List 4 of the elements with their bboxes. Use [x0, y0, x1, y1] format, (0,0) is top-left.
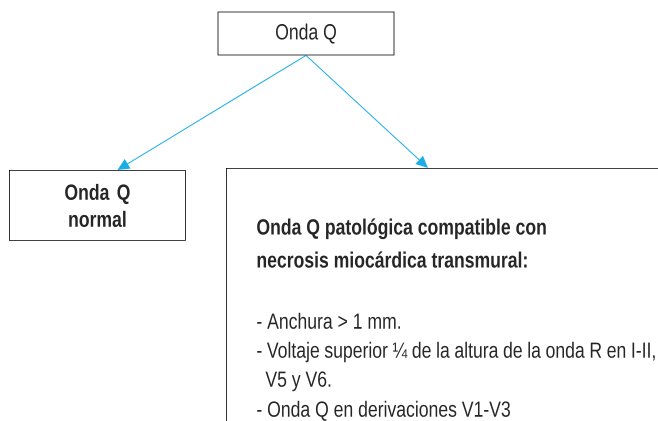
arrow [306, 54, 428, 168]
criteria-box: Onda Q patológica compatible con necrosis miocárdica transmural: - Anchura > 1 mm. - Voltaje superior ¼ de la altura de la onda R en I-II, V5 y V6. - Onda Q en derivaciones V1-V3 [226, 168, 658, 421]
title-box: Onda Q [218, 12, 394, 56]
category-box: Onda Q normal [9, 170, 186, 241]
